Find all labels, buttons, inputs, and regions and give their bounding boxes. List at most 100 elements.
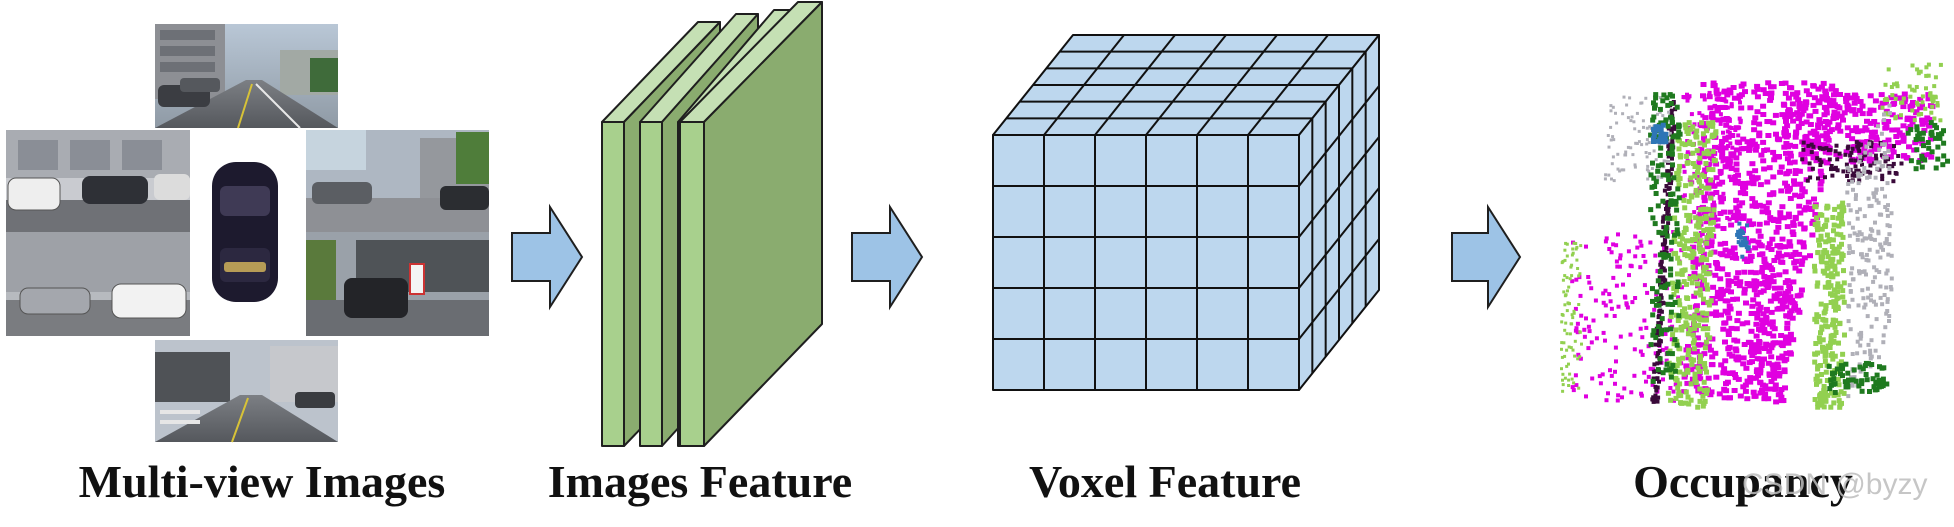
occupancy-voxel-road: [1753, 292, 1760, 298]
arrow-1: [511, 203, 584, 311]
occupancy-voxel-curb: [1847, 179, 1852, 184]
occupancy-voxel-road: [1601, 330, 1606, 335]
occupancy-voxel-sidewalk: [1928, 91, 1933, 96]
occupancy-voxel-road: [1763, 220, 1770, 226]
occupancy-voxel-vegetation: [1652, 184, 1658, 189]
occupancy-voxel-road: [1803, 206, 1809, 212]
occupancy-voxel-road: [1578, 293, 1583, 298]
occupancy-voxel-sidewalk: [1688, 315, 1694, 321]
occupancy-voxel-building: [1869, 354, 1874, 359]
occupancy-voxel-road: [1817, 181, 1824, 187]
occupancy-voxel-road: [1714, 289, 1721, 295]
occupancy-voxel-vegetation: [1937, 135, 1943, 141]
occupancy-voxel-curb: [1666, 144, 1671, 149]
occupancy-voxel-road: [1571, 388, 1576, 393]
occupancy-voxel-sidewalk: [1691, 318, 1697, 324]
occupancy-voxel-sidewalk: [1698, 317, 1704, 323]
occupancy-voxel-building: [1857, 271, 1862, 276]
occupancy-voxel-sidewalk: [1565, 242, 1569, 246]
occupancy-voxel-curb: [1659, 275, 1664, 280]
occupancy-voxel-road: [1850, 107, 1857, 113]
occupancy-voxel-road: [1823, 136, 1830, 142]
occupancy-voxel-sidewalk: [1560, 320, 1564, 324]
occupancy-voxel-vehicle: [1738, 242, 1743, 247]
occupancy-voxel-road: [1693, 383, 1700, 389]
occupancy-voxel-road: [1710, 117, 1717, 123]
occupancy-voxel-road: [1764, 147, 1771, 153]
occupancy-voxel-road: [1886, 143, 1893, 149]
occupancy-voxel-sidewalk: [1696, 216, 1702, 222]
occupancy-voxel-building: [1886, 148, 1891, 153]
occupancy-voxel-road: [1724, 288, 1731, 294]
occupancy-voxel-sidewalk: [1836, 244, 1842, 250]
occupancy-voxel-sidewalk: [1703, 271, 1709, 277]
occupancy-voxel-building: [1873, 190, 1878, 195]
occupancy-voxel-road: [1744, 396, 1751, 402]
occupancy-voxel-road: [1749, 303, 1756, 309]
occupancy-voxel-road: [1742, 191, 1749, 197]
occupancy-voxel-road: [1767, 97, 1774, 103]
occupancy-voxel-road: [1725, 332, 1732, 337]
occupancy-voxel-sidewalk: [1695, 365, 1701, 371]
occupancy-voxel-building: [1856, 171, 1861, 176]
occupancy-voxel-road: [1692, 122, 1697, 127]
occupancy-voxel-road: [1776, 154, 1782, 159]
occupancy-voxel-road: [1747, 258, 1754, 264]
occupancy-voxel-sidewalk: [1710, 167, 1716, 173]
occupancy-voxel-road: [1779, 353, 1786, 359]
occupancy-voxel-vegetation: [1650, 332, 1656, 338]
occupancy-voxel-building: [1879, 131, 1884, 136]
occupancy-voxel-road: [1784, 325, 1791, 331]
occupancy-voxel-vegetation: [1650, 215, 1656, 221]
occupancy-voxel-road: [1784, 156, 1791, 162]
occupancy-voxel-sidewalk: [1671, 285, 1677, 291]
occupancy-voxel-vegetation: [1672, 337, 1678, 343]
occupancy-voxel-sidewalk: [1819, 212, 1825, 218]
occupancy-voxel-sidewalk: [1696, 241, 1702, 247]
occupancy-voxel-road: [1638, 349, 1643, 354]
occupancy-voxel-sidewalk: [1933, 75, 1938, 80]
occupancy-voxel-road: [1708, 389, 1715, 395]
occupancy-voxel-road: [1786, 168, 1792, 174]
occupancy-voxel-sidewalk: [1706, 302, 1712, 308]
camera-image-front-left: [6, 130, 190, 232]
occupancy-voxel-vegetation: [1672, 300, 1678, 305]
occupancy-voxel-sidewalk: [1697, 287, 1703, 293]
occupancy-voxel-road: [1612, 314, 1617, 318]
occupancy-voxel-building: [1647, 141, 1651, 145]
occupancy-voxel-road: [1722, 339, 1728, 345]
occupancy-voxel-road: [1667, 318, 1672, 323]
occupancy-voxel-road: [1708, 311, 1715, 317]
occupancy-voxel-curb: [1817, 145, 1822, 150]
occupancy-voxel-sidewalk: [1833, 307, 1838, 313]
occupancy-voxel-building: [1654, 158, 1658, 162]
occupancy-voxel-road: [1639, 393, 1644, 398]
occupancy-voxel-sidewalk: [1841, 299, 1847, 305]
occupancy-voxel-road: [1601, 300, 1606, 305]
occupancy-voxel-building: [1886, 252, 1891, 257]
occupancy-voxel-road: [1701, 194, 1708, 200]
occupancy-voxel-road: [1762, 391, 1769, 397]
occupancy-voxel-sidewalk: [1821, 310, 1827, 316]
occupancy-voxel-curb: [1656, 321, 1661, 326]
occupancy-voxel-sidewalk: [1841, 390, 1847, 396]
occupancy-voxel-road: [1926, 117, 1933, 122]
occupancy-voxel-road: [1609, 306, 1614, 311]
occupancy-voxel-curb: [1832, 167, 1837, 171]
occupancy-voxel-road: [1766, 165, 1773, 171]
occupancy-voxel-road: [1694, 335, 1701, 341]
occupancy-voxel-road: [1721, 130, 1725, 135]
occupancy-voxel-vehicle: [1656, 138, 1661, 144]
occupancy-voxel-sidewalk: [1575, 245, 1579, 249]
occupancy-voxel-curb: [1655, 385, 1660, 390]
occupancy-voxel-building: [1644, 96, 1648, 100]
occupancy-voxel-sidewalk: [1826, 279, 1832, 285]
occupancy-voxel-road: [1765, 360, 1772, 366]
occupancy-voxel-road: [1833, 151, 1840, 157]
occupancy-voxel-vegetation: [1655, 163, 1661, 169]
occupancy-voxel-sidewalk: [1704, 311, 1710, 317]
occupancy-voxel-sidewalk: [1812, 359, 1818, 365]
occupancy-voxel-road: [1749, 238, 1756, 244]
occupancy-voxel-sidewalk: [1814, 373, 1820, 379]
occupancy-voxel-building: [1872, 194, 1877, 199]
